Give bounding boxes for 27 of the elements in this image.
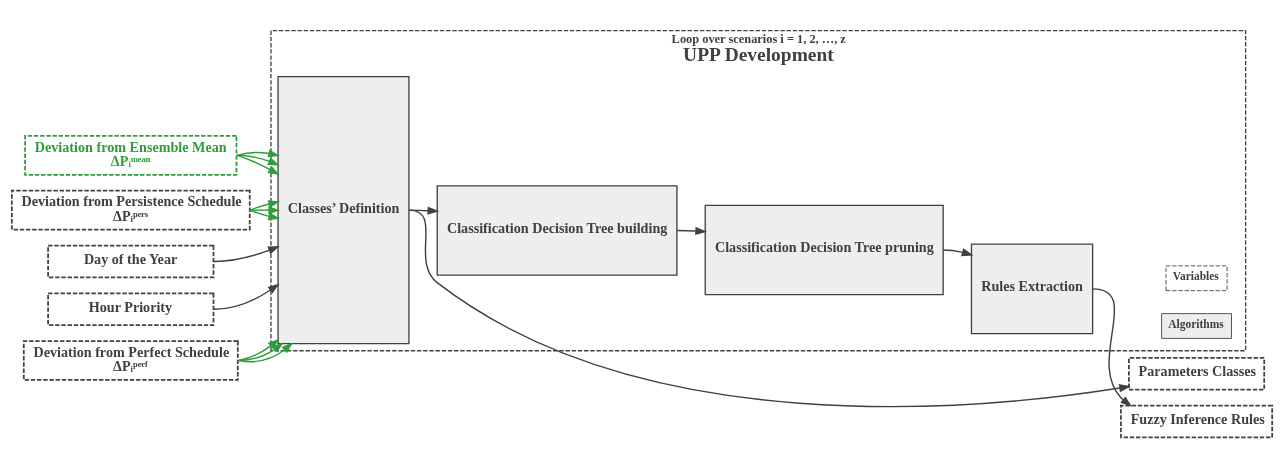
arrow xyxy=(942,247,974,256)
legend-label: Algorithms xyxy=(1168,317,1224,330)
node-box: Classification Decision Tree pruning xyxy=(704,204,944,295)
arrow xyxy=(249,208,280,220)
node-box: Deviation from Persistence Schedule ΔPᵢᵖᵉʳˢ xyxy=(10,189,251,230)
arrow xyxy=(249,199,280,211)
node-box: Classes’ Definition xyxy=(277,75,410,344)
node-box: Parameters Classes xyxy=(1128,356,1266,391)
arrow xyxy=(236,154,280,166)
legend-label: Variables xyxy=(1172,269,1219,282)
node-box: Deviation from Perfect Schedule ΔPᵢᵖᵉʳᶠ xyxy=(22,339,239,381)
node-box: Hour Priority xyxy=(47,291,215,326)
arrow xyxy=(249,205,281,214)
arrow xyxy=(238,342,293,362)
node-box: Day of the Year xyxy=(47,244,215,278)
arrow xyxy=(213,245,280,262)
arrow xyxy=(236,148,280,157)
node-box: Rules Extraction xyxy=(970,243,1094,334)
arrow xyxy=(676,226,707,235)
node-box: Classification Decision Tree building xyxy=(436,184,678,276)
arrow xyxy=(408,208,1131,407)
node-box: Deviation from Ensemble Mean ΔPᵢᵐᵉᵃⁿ xyxy=(24,134,238,176)
arrow xyxy=(408,206,440,215)
arrow xyxy=(1091,287,1133,407)
arrow xyxy=(213,283,280,310)
arrow xyxy=(236,154,280,175)
node-box: Fuzzy Inference Rules xyxy=(1120,404,1274,438)
